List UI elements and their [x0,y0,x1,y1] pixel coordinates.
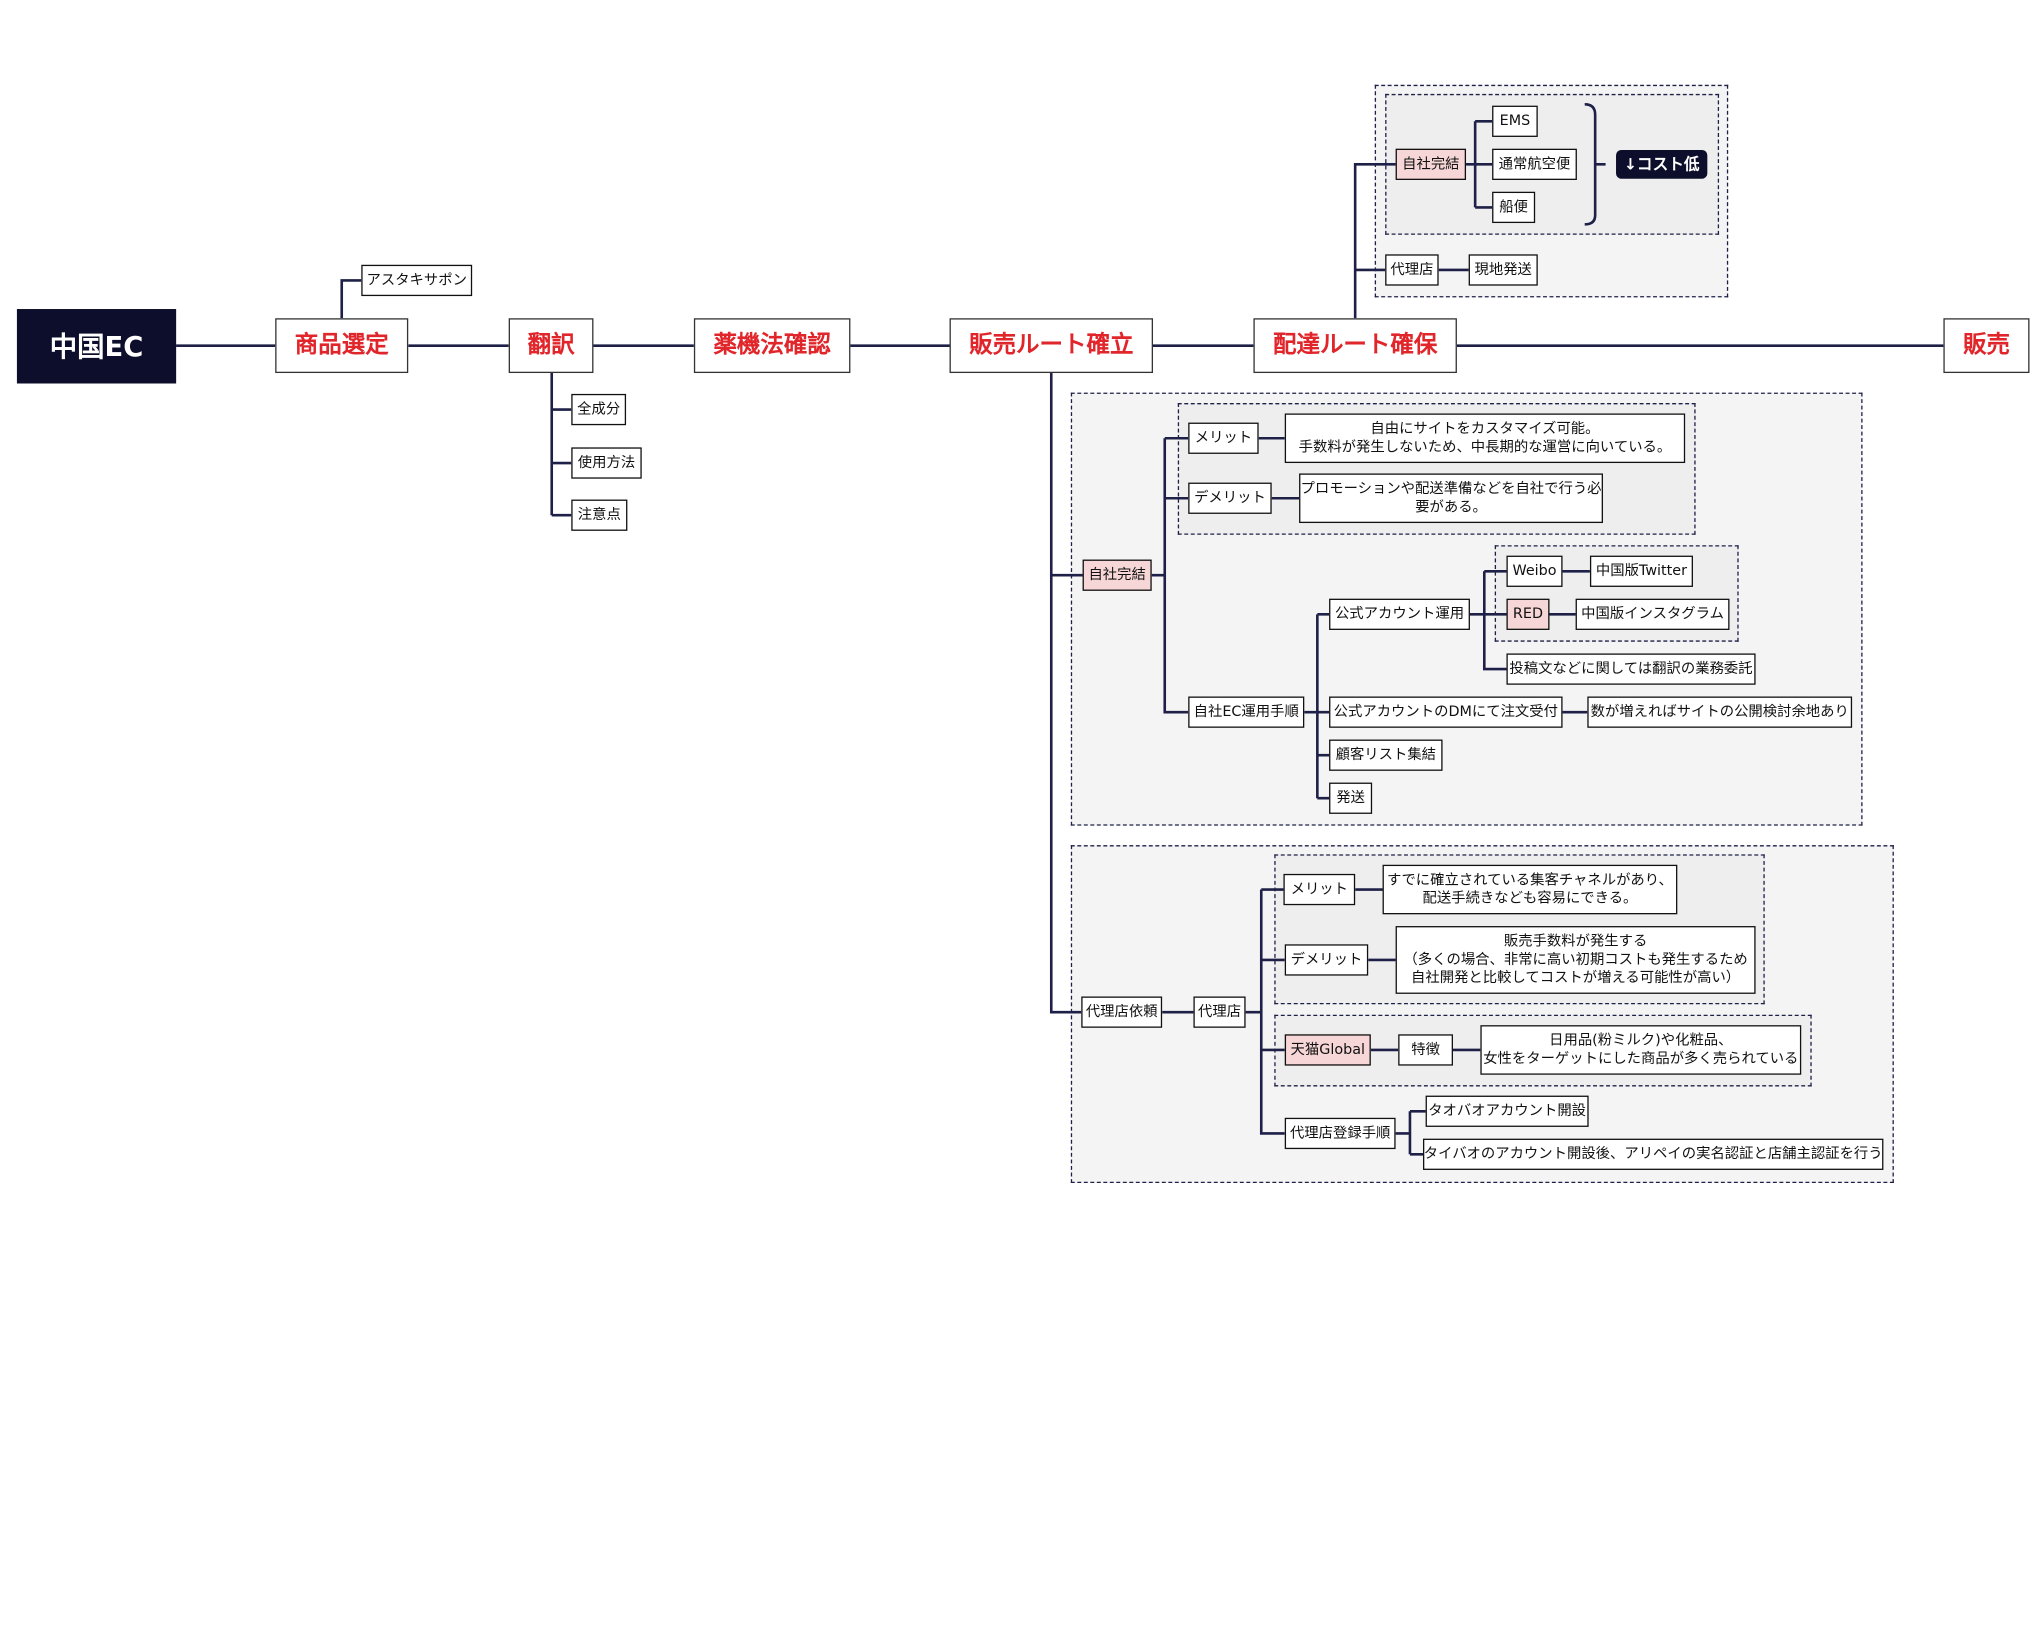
agent-demerit-line-2: （多くの場合、非常に高い初期コストも発生するため [1403,950,1748,968]
agent-merit: メリット [1283,873,1356,906]
step-sales: 販売 [1943,318,2030,374]
tmall-feature: 特徴 [1398,1034,1453,1066]
delivery-self-complete: 自社完結 [1395,148,1467,180]
root-node: 中国EC [16,309,177,384]
step-product-selection: 商品選定 [275,318,409,374]
red-desc: 中国版インスタグラム [1575,598,1730,630]
self-demerit-line-1: プロモーションや配送準備などを自社で行う必 [1300,479,1602,497]
translation-item-ingredients: 全成分 [571,393,627,426]
agent-merit-text: すでに確立されている集客チャネルがあり、 配送手続きなども容易にできる。 [1382,864,1678,915]
self-merit-line-1: 自由にサイトをカスタマイズ可能。 [1370,419,1600,437]
tmall-global: 天猫Global [1284,1034,1371,1066]
cost-low-badge: ↓コスト低 [1616,149,1708,179]
agent-register-steps: 代理店登録手順 [1284,1117,1396,1150]
delivery-method-airmail: 通常航空便 [1492,148,1577,180]
self-demerit-line-2: 要がある。 [1415,498,1487,516]
weibo-desc: 中国版Twitter [1589,555,1693,587]
agent-demerit-line-3: 自社開発と比較してコストが増える可能性が高い） [1411,969,1741,987]
tmall-feature-text: 日用品(粉ミルク)や化粧品、 女性をターゲットにした商品が多く売られている [1480,1025,1802,1075]
weibo: Weibo [1506,555,1563,587]
dm-note: 数が増えればサイトの公開検討余地あり [1587,696,1853,728]
agent-request: 代理店依頼 [1081,996,1163,1028]
shipping: 発送 [1329,782,1373,814]
tmall-feature-line-1: 日用品(粉ミルク)や化粧品、 [1549,1031,1733,1049]
translation-outsourcing: 投稿文などに関しては翻訳の業務委託 [1506,653,1756,685]
self-merit-line-2: 手数料が発生しないため、中長期的な運営に向いている。 [1298,438,1672,456]
delivery-method-ems: EMS [1492,105,1538,137]
delivery-local-shipping: 現地発送 [1468,254,1538,286]
step-delivery-route: 配達ルート確保 [1253,318,1457,374]
self-merit: メリット [1188,422,1259,454]
delivery-agent: 代理店 [1385,254,1439,286]
agent-merit-line-2: 配送手続きなども容易にできる。 [1422,889,1638,907]
agent: 代理店 [1193,996,1246,1028]
step-translation: 翻訳 [508,318,594,374]
official-account: 公式アカウント運用 [1329,598,1470,630]
translation-item-cautions: 注意点 [571,499,628,531]
customer-list: 顧客リスト集結 [1329,739,1443,771]
agent-merit-line-1: すでに確立されている集客チャネルがあり、 [1386,871,1673,889]
alipay-verification: タイバオのアカウント開設後、アリペイの実名認証と店舗主認証を行う [1422,1138,1884,1170]
agent-demerit: デメリット [1284,944,1369,976]
product-item: アスタキサポン [361,264,473,297]
step-sales-route: 販売ルート確立 [949,318,1154,374]
self-ec-steps: 自社EC運用手順 [1188,696,1305,728]
self-demerit: デメリット [1188,482,1272,514]
agent-demerit-text: 販売手数料が発生する （多くの場合、非常に高い初期コストも発生するため 自社開発… [1395,926,1756,994]
red: RED [1506,598,1550,630]
delivery-method-ship: 船便 [1492,191,1536,224]
self-merit-text: 自由にサイトをカスタマイズ可能。 手数料が発生しないため、中長期的な運営に向いて… [1284,413,1686,464]
step-pharma-check: 薬機法確認 [693,318,851,374]
dm-order: 公式アカウントのDMにて注文受付 [1329,696,1563,728]
self-demerit-text: プロモーションや配送準備などを自社で行う必 要がある。 [1299,473,1603,524]
agent-demerit-line-1: 販売手数料が発生する [1503,932,1648,950]
taobao-account: タオバオアカウント開設 [1425,1095,1589,1127]
sales-self-complete: 自社完結 [1082,559,1152,591]
translation-item-usage: 使用方法 [571,447,642,479]
connector-lines [176,103,1944,1156]
tmall-feature-line-2: 女性をターゲットにした商品が多く売られている [1483,1049,1799,1067]
